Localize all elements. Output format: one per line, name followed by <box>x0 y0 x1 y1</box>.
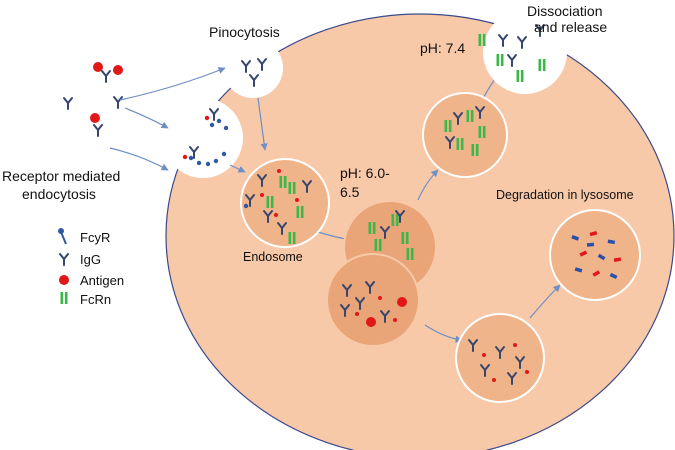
extracellular-antibodies <box>63 62 123 137</box>
legend-fcrn-label: FcRn <box>80 292 112 307</box>
legend-fcyr-label: FcyR <box>80 230 111 245</box>
endosome-vesicle <box>240 158 330 248</box>
receptor-endocytosis-label-2: endocytosis <box>22 186 96 202</box>
fcyr-icon <box>58 228 67 245</box>
antigen-icon <box>59 275 69 285</box>
ph-neutral-label: pH: 7.4 <box>420 40 466 56</box>
sorting-endosome <box>326 200 437 347</box>
ph-acidic-label: pH: 6.0- <box>340 165 390 181</box>
igg-icon <box>59 253 69 266</box>
lysosome <box>549 209 641 301</box>
legend-antigen-label: Antigen <box>80 273 125 288</box>
degradation-label: Degradation in lysosome <box>496 188 634 202</box>
recycling-endosome <box>422 92 508 178</box>
release-vesicle <box>478 10 567 94</box>
ph-acidic-label-2: 6.5 <box>340 184 360 200</box>
legend-igg-label: IgG <box>80 252 101 267</box>
pinocytosis-label: Pinocytosis <box>209 24 280 40</box>
pinocytosis-vesicle <box>223 38 283 98</box>
degrading-vesicle <box>455 313 545 403</box>
fcrn-icon <box>60 292 68 304</box>
release-label: and release <box>534 19 608 35</box>
legend-icons <box>58 228 69 304</box>
receptor-endocytosis-vesicle <box>163 98 243 178</box>
dissociation-label: Dissociation <box>527 3 603 19</box>
receptor-endocytosis-label: Receptor mediated <box>2 168 121 184</box>
endosome-label: Endosome <box>243 250 303 264</box>
